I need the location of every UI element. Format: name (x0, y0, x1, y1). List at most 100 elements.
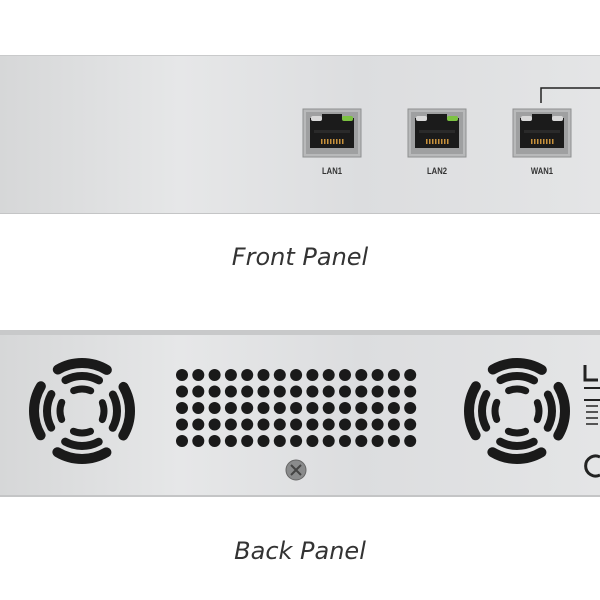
vent-hole (208, 369, 221, 381)
rj45-port-icon (302, 108, 362, 158)
vent-hole (273, 418, 286, 431)
port-pin (441, 139, 443, 144)
vent-hole (371, 369, 384, 381)
led-left (521, 116, 532, 121)
vent-hole (371, 435, 384, 447)
port-label-wan1: WAN1 (530, 166, 554, 176)
vent-hole (273, 435, 286, 447)
port-pin (537, 139, 539, 144)
port-pin (552, 139, 554, 144)
vent-hole (404, 418, 417, 431)
port-pin (426, 139, 428, 144)
port-pin (546, 139, 548, 144)
label-text-line (586, 417, 598, 419)
front-panel-caption: Front Panel (231, 243, 369, 271)
vent-hole (208, 402, 221, 414)
vent-hole (192, 418, 205, 431)
vent-hole (355, 418, 368, 431)
vent-hole (306, 369, 319, 381)
vent-hole (208, 435, 221, 447)
vent-hole (290, 435, 303, 447)
vent-hole (257, 402, 270, 414)
vent-hole (371, 402, 384, 414)
vent-hole (290, 369, 303, 381)
port-pin (534, 139, 536, 144)
vent-hole (339, 385, 351, 398)
vent-hole (176, 369, 188, 381)
vent-hole (257, 385, 270, 398)
port-pin (333, 139, 335, 144)
port-label-lan2: LAN2 (426, 166, 447, 176)
front-panel: LAN1 LAN2 WAN1 (0, 55, 600, 214)
vent-hole (387, 385, 400, 398)
vent-hole (387, 418, 400, 431)
vent-hole (192, 402, 205, 414)
vent-hole (306, 435, 319, 447)
port-lan2[interactable] (407, 108, 467, 158)
vent-hole (387, 369, 400, 381)
back-panel (0, 330, 600, 497)
port-pin (321, 139, 323, 144)
vent-hole (290, 385, 303, 398)
port-pin (447, 139, 449, 144)
vent-hole (257, 418, 270, 431)
vent-hole (322, 385, 335, 398)
vent-hole (371, 385, 384, 398)
vent-hole (339, 369, 351, 381)
port-pin (435, 139, 437, 144)
vent-hole (322, 402, 335, 414)
vent-hole (192, 369, 205, 381)
vent-hole (224, 418, 237, 431)
led-right (552, 116, 563, 121)
vent-hole (176, 385, 188, 398)
port-pin (438, 139, 440, 144)
vent-hole (404, 402, 417, 414)
vent-hole (387, 435, 400, 447)
vent-hole (192, 385, 205, 398)
vent-hole (306, 418, 319, 431)
vent-hole (208, 385, 221, 398)
port-lan1[interactable] (302, 108, 362, 158)
vent-hole (404, 385, 417, 398)
vent-hole (192, 435, 205, 447)
rj45-port-icon (407, 108, 467, 158)
vent-hole (273, 402, 286, 414)
vent-hole (371, 418, 384, 431)
port-wan1[interactable] (512, 108, 572, 158)
vent-hole (404, 435, 417, 447)
rj45-port-icon (512, 108, 572, 158)
fan-grille-icon (464, 358, 570, 464)
vent-hole (306, 385, 319, 398)
fan-grille-icon (29, 358, 135, 464)
port-pin (336, 139, 338, 144)
vent-hole (355, 402, 368, 414)
vent-hole (404, 369, 417, 381)
vent-hole (290, 418, 303, 431)
port-pin (324, 139, 326, 144)
vent-hole (290, 402, 303, 414)
port-pin (327, 139, 329, 144)
vent-hole (273, 385, 286, 398)
port-pin (432, 139, 434, 144)
vent-hole (176, 402, 188, 414)
vent-hole (224, 369, 237, 381)
label-text-line (586, 405, 598, 407)
port-pin (339, 139, 341, 144)
vent-hole (355, 385, 368, 398)
port-pin (342, 139, 344, 144)
label-rule (584, 399, 600, 401)
vent-hole (339, 418, 351, 431)
vent-hole (176, 418, 188, 431)
back-panel-caption: Back Panel (234, 537, 366, 565)
vent-hole (273, 369, 286, 381)
vent-hole (339, 402, 351, 414)
led-left (311, 116, 322, 121)
vent-hole (257, 435, 270, 447)
label-rule (584, 387, 600, 389)
port-label-lan1: LAN1 (321, 166, 342, 176)
screw-slot (290, 464, 302, 476)
vent-hole (208, 418, 221, 431)
port-pin (540, 139, 542, 144)
port-pin (543, 139, 545, 144)
led-right (342, 116, 353, 121)
